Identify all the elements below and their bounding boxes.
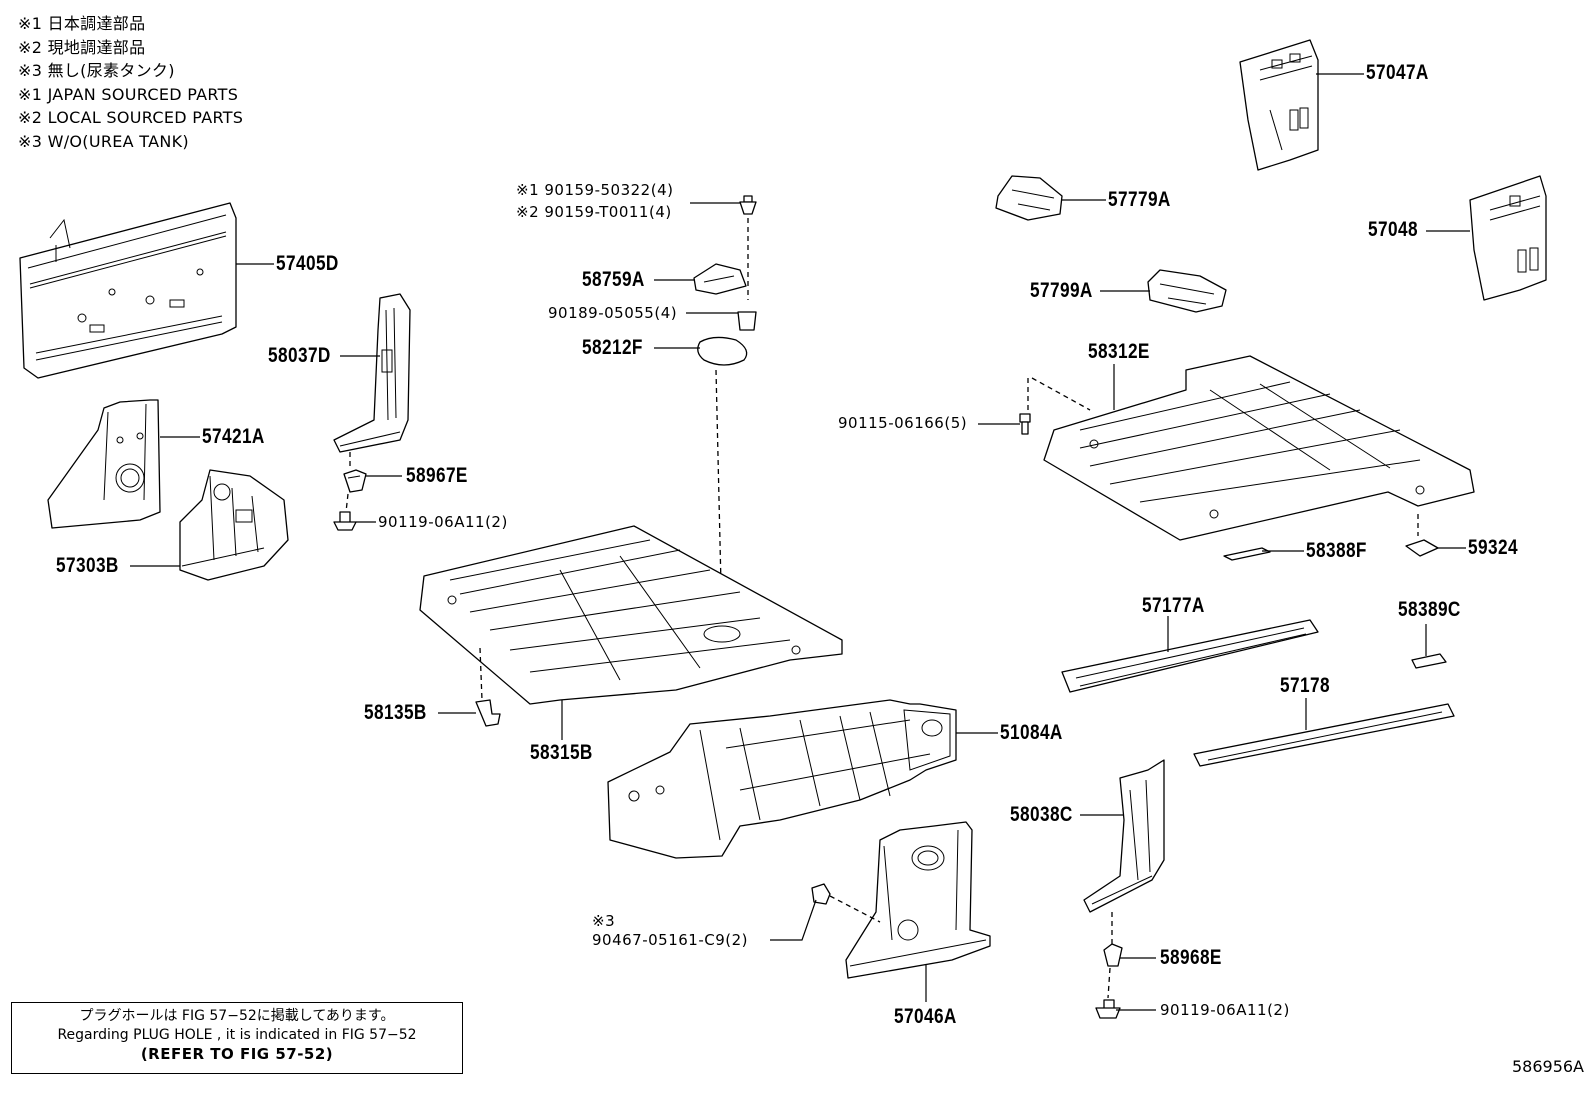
figure-number: 586956A [1511, 1057, 1584, 1076]
part-58312e-drawing [1043, 355, 1475, 541]
part-58759a-drawing [693, 263, 747, 295]
legend-notes: ※1 日本調達部品 ※2 現地調達部品 ※3 無し(尿素タンク) ※1 JAPA… [18, 12, 243, 153]
callout-58315b[interactable]: 58315B [530, 741, 593, 764]
callout-57048[interactable]: 57048 [1368, 218, 1418, 241]
part-90115-bolt-drawing [1019, 413, 1031, 435]
part-58212f-drawing [697, 336, 748, 366]
part-58389c-drawing [1411, 653, 1447, 669]
callout-90159-t0011[interactable]: ※2 90159-T0011(4) [516, 203, 672, 221]
note-line: ※3 W/O(UREA TANK) [18, 131, 189, 151]
callout-note-3: ※3 [592, 912, 616, 930]
callout-57047a[interactable]: 57047A [1366, 61, 1429, 84]
callout-58967e[interactable]: 58967E [406, 464, 468, 487]
callout-90119-06a11-right[interactable]: 90119-06A11(2) [1160, 1001, 1290, 1019]
part-57048-drawing [1469, 175, 1547, 301]
part-57799a-drawing [1147, 269, 1227, 313]
plug-hole-reference-box: プラグホールは FIG 57−52に掲載してあります。 Regarding PL… [11, 1002, 463, 1074]
callout-58389c[interactable]: 58389C [1398, 598, 1461, 621]
part-90189-nut-drawing [737, 311, 757, 331]
callout-57177a[interactable]: 57177A [1142, 594, 1205, 617]
callout-90189-05055[interactable]: 90189-05055(4) [548, 304, 678, 322]
callout-90467-05161-c9[interactable]: 90467-05161-C9(2) [592, 931, 749, 949]
callout-90119-06a11-left[interactable]: 90119-06A11(2) [378, 513, 508, 531]
part-57046a-drawing [845, 821, 991, 979]
callout-58388f[interactable]: 58388F [1306, 539, 1367, 562]
leader-lines [130, 73, 1470, 1011]
callout-58759a[interactable]: 58759A [582, 268, 645, 291]
part-57303b-drawing [179, 469, 289, 581]
part-90159-bolt-drawing [739, 195, 757, 215]
part-58315b-drawing [419, 525, 843, 705]
part-90467-clip-drawing [811, 883, 831, 905]
part-90119-bolt-right-drawing [1095, 999, 1121, 1019]
part-58038c-drawing [1083, 759, 1165, 913]
part-57047a-drawing [1239, 39, 1319, 171]
reference-line-jp: プラグホールは FIG 57−52に掲載してあります。 [79, 1008, 395, 1024]
part-59324-drawing [1405, 539, 1439, 557]
reference-link[interactable]: (REFER TO FIG 57-52) [140, 1045, 334, 1063]
note-line: ※2 LOCAL SOURCED PARTS [18, 108, 244, 127]
callout-51084a[interactable]: 51084A [1000, 721, 1063, 744]
callout-58212f[interactable]: 58212F [582, 336, 643, 359]
part-57779a-drawing [995, 175, 1063, 221]
callout-58037d[interactable]: 58037D [268, 344, 331, 367]
callout-90159-50322[interactable]: ※1 90159-50322(4) [516, 181, 674, 199]
part-58968e-drawing [1103, 943, 1123, 967]
part-90119-bolt-left-drawing [333, 511, 357, 531]
callout-58038c[interactable]: 58038C [1010, 803, 1073, 826]
part-58967e-drawing [343, 469, 367, 493]
callout-57046a[interactable]: 57046A [894, 1005, 957, 1028]
callout-57405d[interactable]: 57405D [276, 252, 339, 275]
part-58037d-drawing [333, 293, 411, 453]
callout-57779a[interactable]: 57779A [1108, 188, 1171, 211]
callout-57421a[interactable]: 57421A [202, 425, 265, 448]
callout-58312e[interactable]: 58312E [1088, 340, 1150, 363]
callout-90115-06166[interactable]: 90115-06166(5) [838, 414, 968, 432]
part-58135b-drawing [475, 699, 501, 727]
part-57405d-drawing [19, 202, 237, 379]
note-line: ※2 現地調達部品 [18, 37, 146, 57]
reference-line-en: Regarding PLUG HOLE , it is indicated in… [57, 1027, 417, 1043]
part-51084a-drawing [607, 699, 957, 859]
note-line: ※3 無し(尿素タンク) [18, 61, 175, 80]
callout-57799a[interactable]: 57799A [1030, 279, 1093, 302]
note-line: ※1 JAPAN SOURCED PARTS [18, 84, 239, 104]
callout-57178[interactable]: 57178 [1280, 674, 1330, 697]
part-57421a-drawing [47, 399, 161, 529]
part-57178-drawing [1193, 703, 1455, 767]
callout-58135b[interactable]: 58135B [364, 701, 427, 724]
callout-58968e[interactable]: 58968E [1160, 946, 1222, 969]
callout-57303b[interactable]: 57303B [56, 554, 119, 577]
callout-59324[interactable]: 59324 [1468, 536, 1518, 559]
part-58388f-drawing [1223, 547, 1271, 561]
note-line: ※1 日本調達部品 [18, 14, 146, 33]
part-57177a-drawing [1061, 619, 1319, 693]
